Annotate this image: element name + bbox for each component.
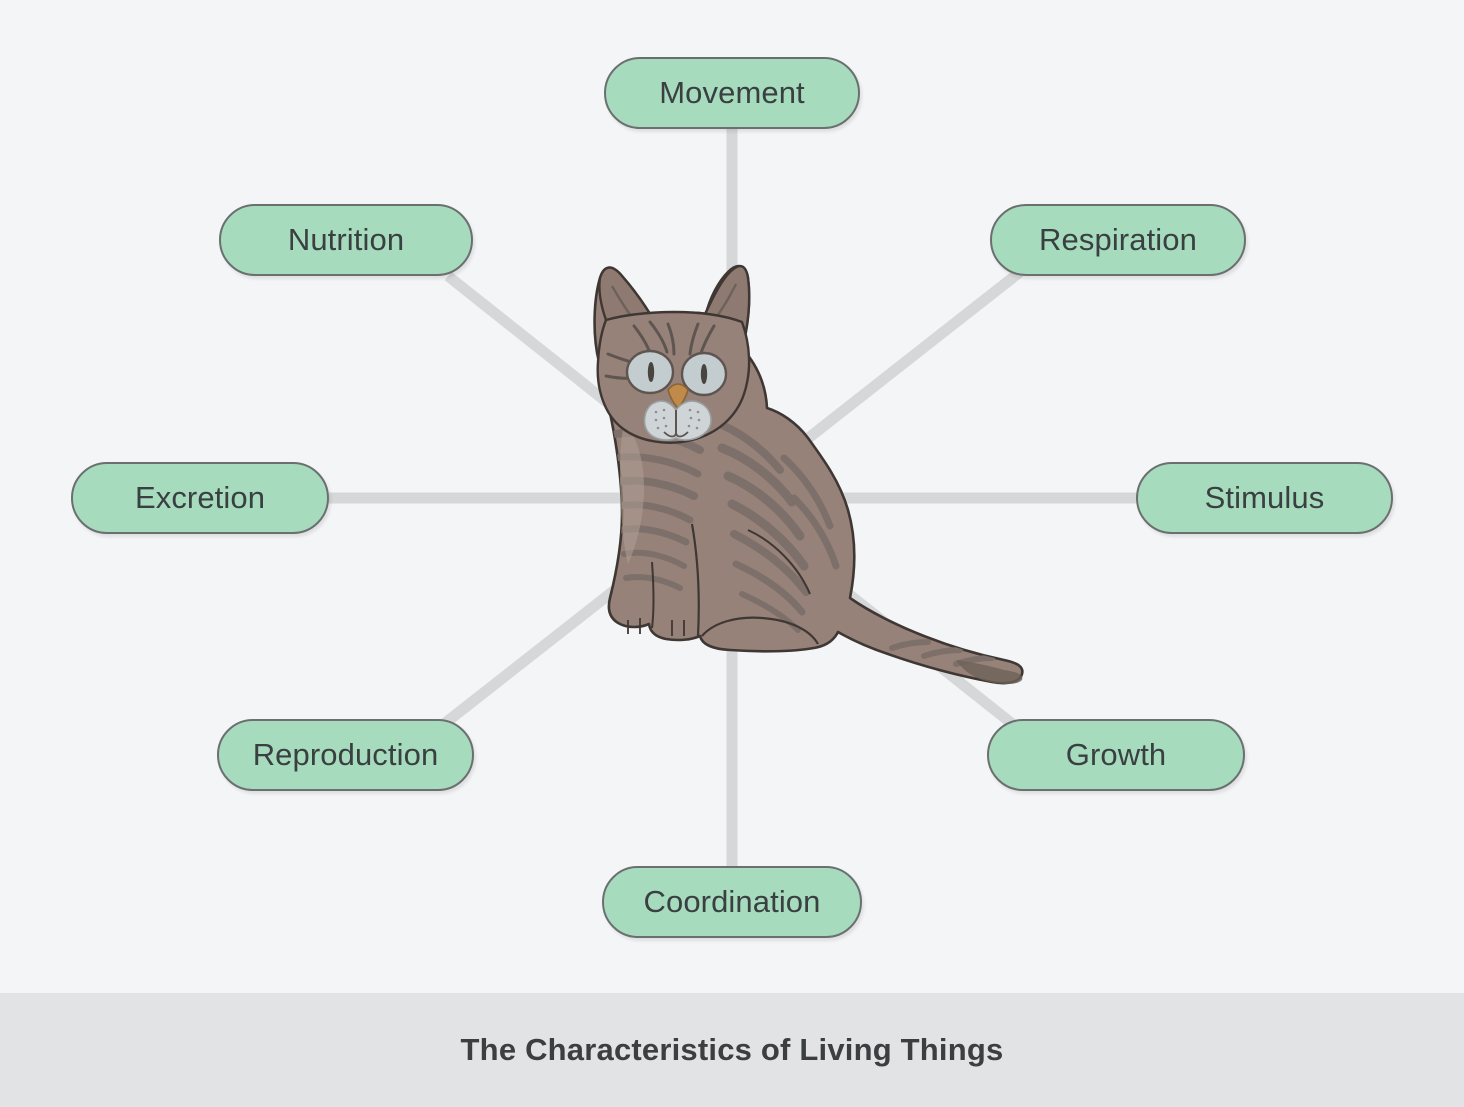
- cat-chest-highlight: [620, 422, 644, 564]
- node-pill-label: Respiration: [1039, 222, 1197, 257]
- node-pill-label: Coordination: [643, 884, 821, 919]
- node-pill-respiration[interactable]: Respiration: [990, 204, 1246, 276]
- cat-rear-paw-line: [701, 616, 819, 645]
- node-pill-label: Excretion: [134, 480, 266, 515]
- node-pill-reproduction[interactable]: Reproduction: [217, 719, 474, 791]
- node-pill-movement[interactable]: Movement: [604, 57, 860, 129]
- node-pill-label: Movement: [659, 75, 805, 110]
- footer-band: The Characteristics of Living Things: [0, 993, 1464, 1107]
- node-pill-label: Reproduction: [252, 737, 439, 772]
- node-pill-label: Stimulus: [1204, 480, 1325, 515]
- cat-foreleg-line-2: [651, 561, 655, 629]
- cat-muzzle: [643, 400, 712, 441]
- cat-toes-right: [671, 620, 685, 636]
- cat-haunch-line: [747, 529, 811, 595]
- cat-nose: [667, 383, 689, 410]
- node-pill-stimulus[interactable]: Stimulus: [1136, 462, 1393, 534]
- cat-illustration: [593, 264, 1024, 685]
- cat-foreleg-line: [690, 523, 700, 637]
- cat-whisker-dots: [654, 408, 701, 430]
- node-pill-coordination[interactable]: Coordination: [602, 866, 862, 938]
- page-title: The Characteristics of Living Things: [460, 1032, 1004, 1067]
- cat-head: [596, 264, 751, 444]
- cat-tail-tip: [956, 660, 1023, 685]
- cat-body-group: [593, 264, 1024, 685]
- cat-toes-left: [627, 618, 641, 634]
- node-pill-growth[interactable]: Growth: [987, 719, 1245, 791]
- node-pill-label: Growth: [1065, 737, 1167, 772]
- node-pill-excretion[interactable]: Excretion: [71, 462, 329, 534]
- node-pill-nutrition[interactable]: Nutrition: [219, 204, 473, 276]
- cat-pupil-right: [700, 364, 708, 384]
- cat-mouth: [663, 431, 689, 438]
- node-pill-label: Nutrition: [287, 222, 405, 257]
- cat-pupil-left: [647, 362, 655, 382]
